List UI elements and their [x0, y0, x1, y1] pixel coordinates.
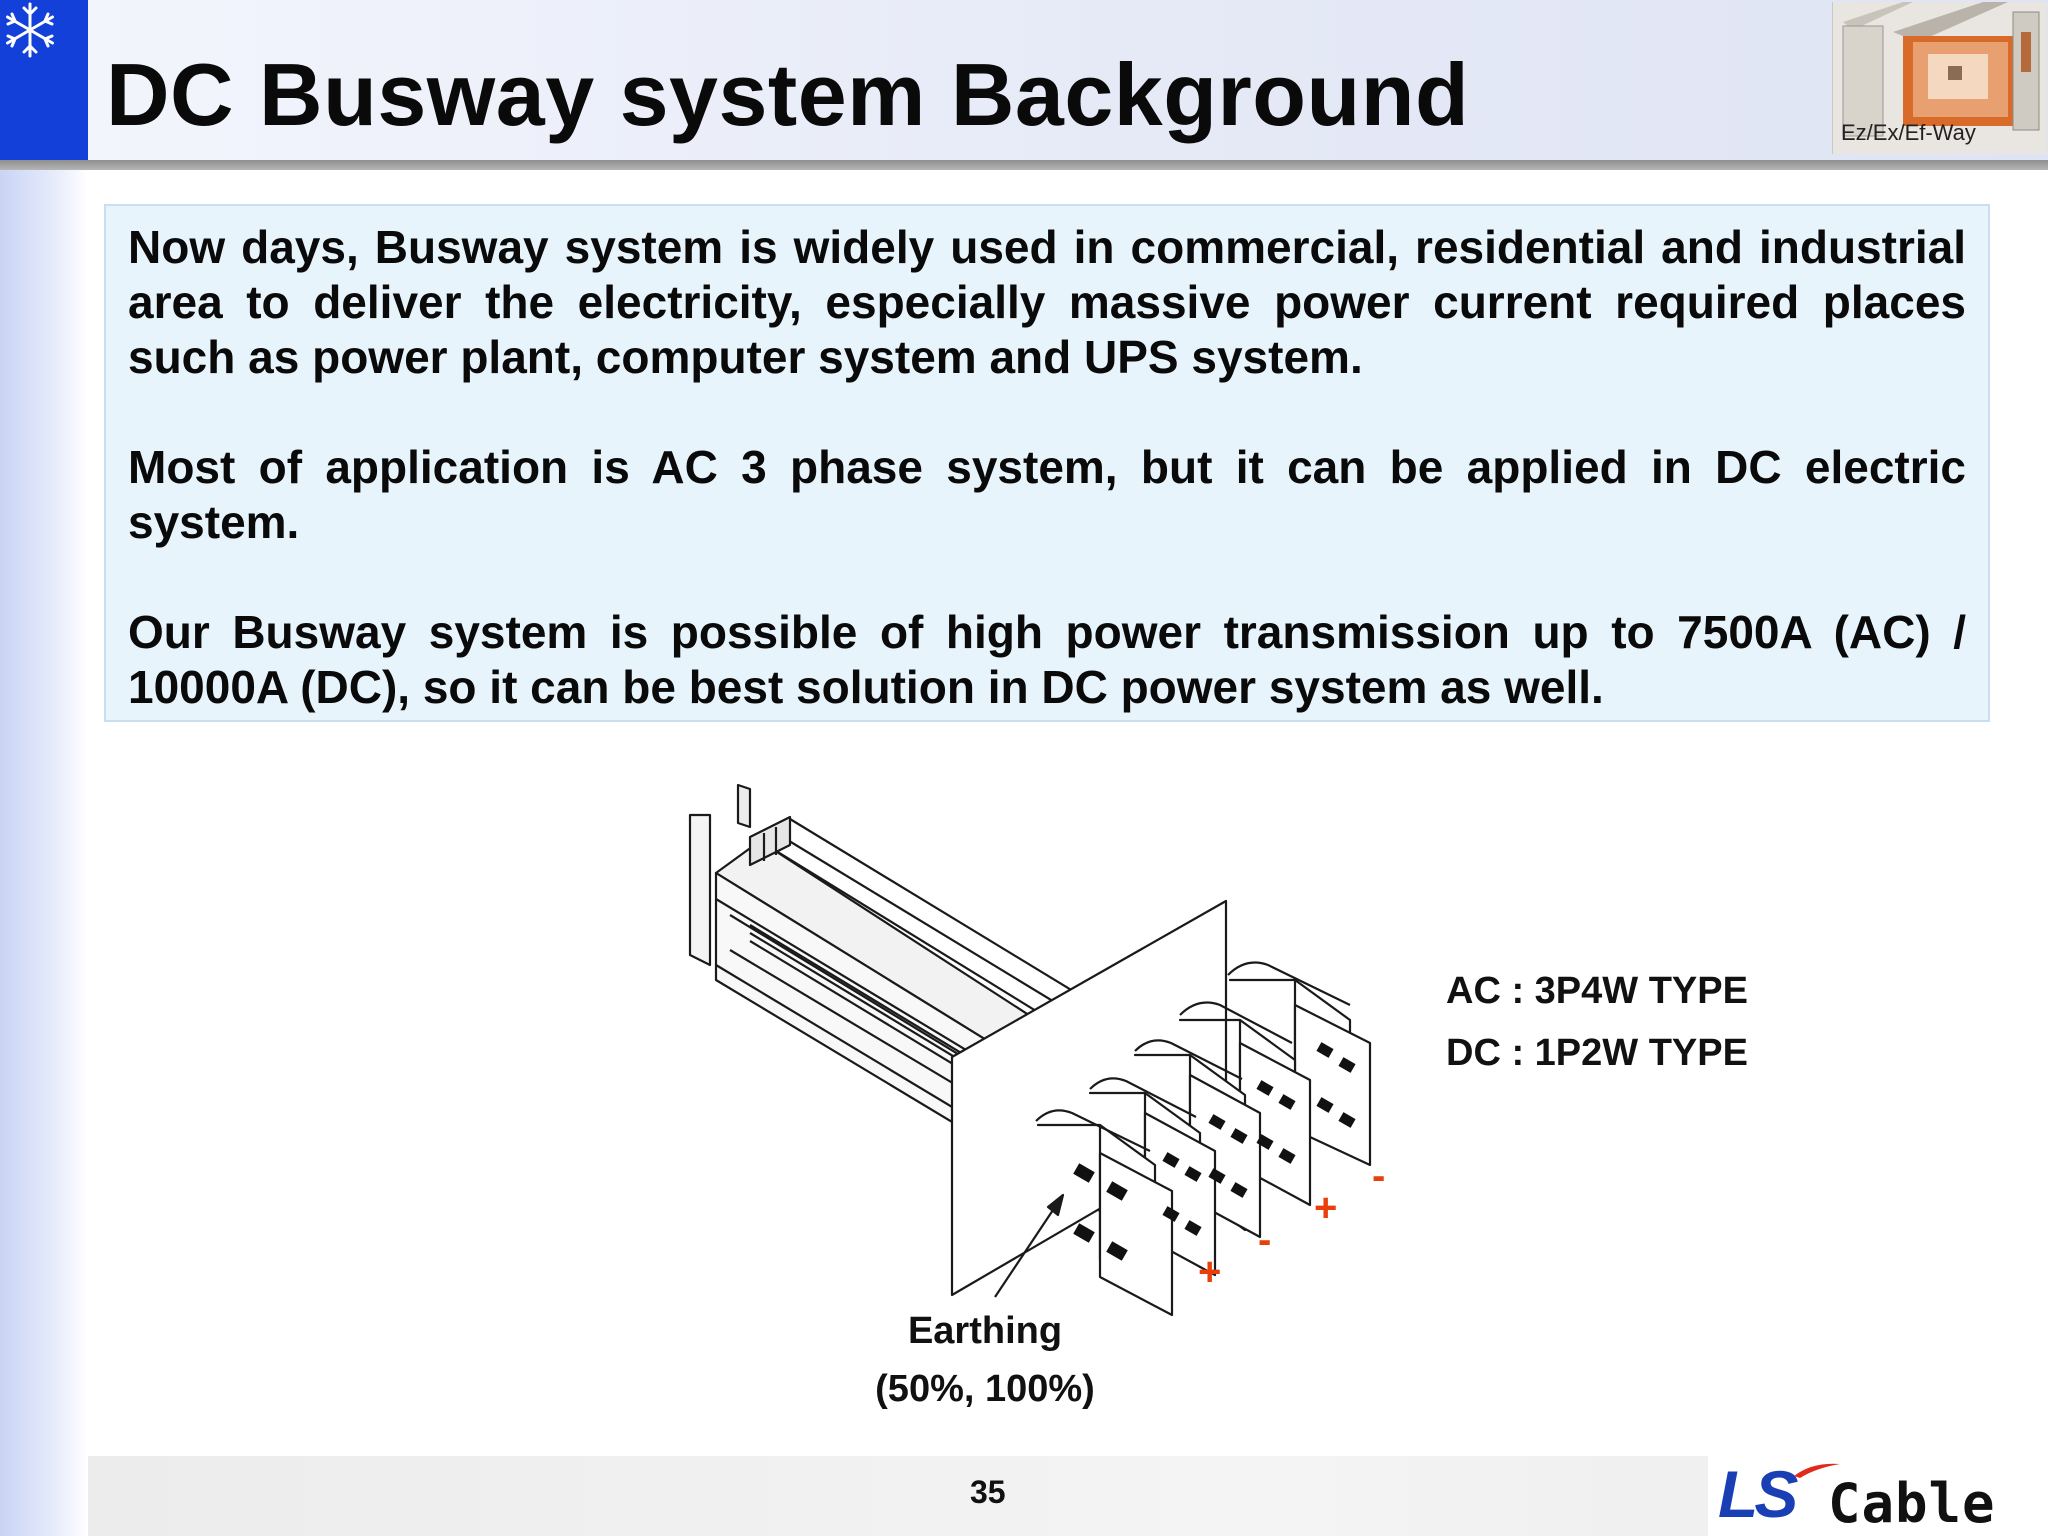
polarity-mark: - [1372, 1154, 1385, 1198]
logo-swoosh-icon [1794, 1463, 1840, 1478]
title-divider [0, 160, 2048, 170]
paragraph-usage: Now days, Busway system is widely used i… [128, 221, 1966, 383]
page-title: DC Busway system Background [106, 45, 1470, 144]
paragraph-capacity: Our Busway system is possible of high po… [128, 606, 1966, 713]
logo-cable-text: Cable [1828, 1472, 1996, 1535]
ac-type-label: AC : 3P4W TYPE [1446, 970, 1748, 1012]
earthing-values: (50%, 100%) [875, 1368, 1095, 1410]
polarity-mark: + [1314, 1186, 1337, 1230]
logo-ls-text: LS [1718, 1457, 1798, 1531]
earthing-title: Earthing [907, 1310, 1063, 1352]
ls-cable-logo: LS Cable [1708, 1454, 2048, 1536]
busway-product-photo: Ez/Ex/Ef-Way [1832, 2, 2047, 154]
thumbnail-caption: Ez/Ex/Ef-Way [1841, 120, 1976, 145]
dc-type-label: DC : 1P2W TYPE [1446, 1032, 1748, 1074]
polarity-marks: + - + - [1198, 1154, 1385, 1294]
polarity-mark: + [1198, 1250, 1221, 1294]
left-decor-strip [0, 166, 88, 1536]
busway-diagram: + - + - [688, 783, 1385, 1317]
polarity-mark: - [1258, 1218, 1271, 1262]
snowflake-icon [0, 0, 88, 160]
paragraph-application: Most of application is AC 3 phase system… [128, 441, 1966, 548]
earthing-label: Earthing (50%, 100%) [860, 1302, 1110, 1418]
page-number: 35 [970, 1474, 1006, 1510]
intro-text-panel: Now days, Busway system is widely used i… [104, 204, 1990, 722]
slide-header: DC Busway system Background Ez/Ex/Ef-Way [0, 0, 2048, 160]
